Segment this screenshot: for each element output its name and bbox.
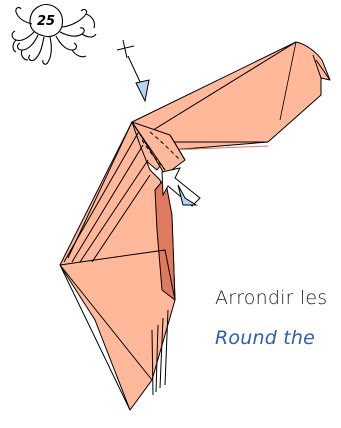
valley-fold-mark [117, 40, 134, 58]
origami-model [60, 42, 330, 410]
caption-english: Round the [215, 327, 315, 349]
caption-french: Arrondir les [215, 287, 327, 309]
step-number: 25 [37, 14, 55, 29]
arrow-down-icon [128, 56, 149, 101]
